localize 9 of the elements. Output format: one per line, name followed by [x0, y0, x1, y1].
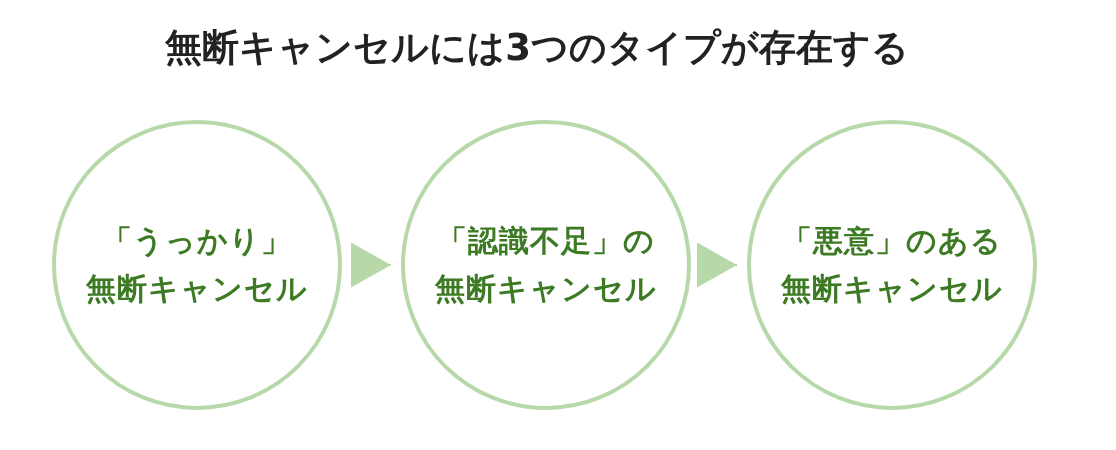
circle-label: 「悪意」のある無断キャンセル: [781, 222, 1003, 308]
circle-label: 「うっかり」無断キャンセル: [86, 222, 308, 308]
arrow: [351, 242, 392, 288]
title: 無断キャンセルには3つのタイプが存在する: [165, 25, 909, 71]
stage-circle: [52, 120, 342, 410]
circle-label: 「認識不足」の無断キャンセル: [435, 222, 657, 308]
stage-circle: [401, 120, 691, 410]
stage-circle: [747, 120, 1037, 410]
arrow: [697, 242, 738, 288]
